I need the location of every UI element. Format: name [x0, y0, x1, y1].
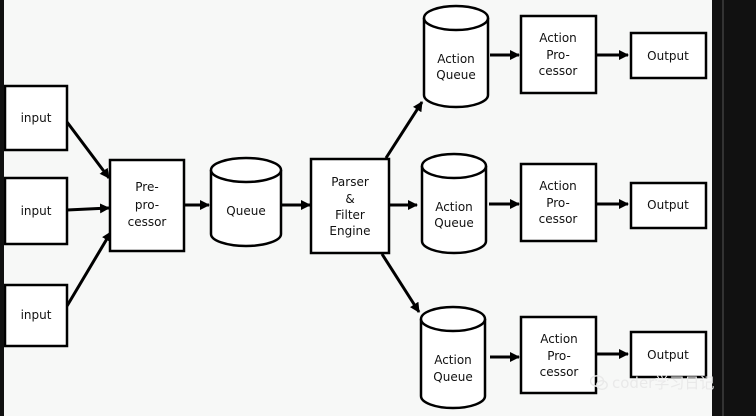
action-processor-label: Action	[539, 31, 577, 45]
action-queue-2: Action Queue	[420, 152, 488, 255]
watermark: coder学习日记	[590, 372, 714, 393]
input-node-3: input	[3, 283, 69, 348]
arrow-input2-to-preprocessor	[66, 203, 110, 214]
output-node-2: Output	[629, 181, 708, 230]
output-node-label: Output	[647, 49, 689, 63]
arrow-input1-to-preprocessor	[65, 121, 111, 179]
right-border	[712, 0, 756, 416]
action-processor-label: Pro-	[546, 48, 570, 62]
preprocessor-label-line: Pre-	[135, 180, 158, 194]
input-node-label: input	[21, 204, 52, 218]
parser-filter-engine-node: Parser & Filter Engine	[309, 157, 391, 255]
output-node-label: Output	[647, 348, 689, 362]
action-processor-label: cessor	[539, 212, 578, 226]
queue-cylinder: Queue	[209, 156, 283, 248]
parser-label-line: Parser	[331, 175, 369, 189]
action-queue-label: Action	[435, 200, 473, 214]
action-processor-label: Action	[540, 332, 578, 346]
arrow-input3-to-preprocessor	[65, 231, 113, 307]
preprocessor-label-line: cessor	[128, 215, 167, 229]
parser-label-line: Filter	[335, 208, 365, 222]
action-queue-label: Queue	[434, 216, 473, 230]
action-processor-label: Pro-	[547, 349, 571, 363]
queue-label: Queue	[226, 204, 265, 218]
input-node-2: input	[3, 176, 69, 246]
preprocessor-node: Pre- pro- cessor	[108, 158, 186, 253]
action-queue-1: Action Queue	[422, 4, 490, 109]
arrow-parser-to-action-queue-3	[380, 253, 421, 313]
action-queue-label: Action	[437, 52, 475, 66]
connectors	[65, 50, 629, 362]
input-node-1: input	[3, 84, 69, 152]
action-processor-label: cessor	[539, 64, 578, 78]
right-divider	[722, 0, 724, 416]
watermark-text: coder学习日记	[612, 374, 715, 392]
action-queue-3: Action Queue	[419, 305, 487, 410]
diagram-canvas: input input input Pre- pro- cessor	[3, 0, 712, 416]
action-processor-2: Action Pro- cessor	[519, 162, 598, 243]
action-queue-label: Action	[434, 353, 472, 367]
output-node-3: Output	[629, 330, 708, 379]
parser-label-line: &	[345, 192, 354, 206]
action-processor-3: Action Pro- cessor	[519, 315, 598, 395]
output-node-1: Output	[629, 31, 708, 80]
left-border	[0, 0, 4, 416]
action-queue-label: Queue	[436, 68, 475, 82]
action-processor-label: Action	[539, 179, 577, 193]
output-node-label: Output	[647, 198, 689, 212]
action-processor-label: cessor	[540, 365, 579, 379]
input-node-label: input	[21, 308, 52, 322]
preprocessor-label-line: pro-	[135, 198, 159, 212]
arrow-parser-to-action-queue-1	[384, 101, 424, 159]
action-queue-label: Queue	[433, 370, 472, 384]
action-processor-1: Action Pro- cessor	[519, 14, 598, 95]
pipeline-diagram: input input input Pre- pro- cessor	[3, 4, 708, 410]
parser-label-line: Engine	[329, 224, 370, 238]
action-processor-label: Pro-	[546, 196, 570, 210]
input-node-label: input	[21, 111, 52, 125]
wechat-icon	[590, 374, 608, 390]
